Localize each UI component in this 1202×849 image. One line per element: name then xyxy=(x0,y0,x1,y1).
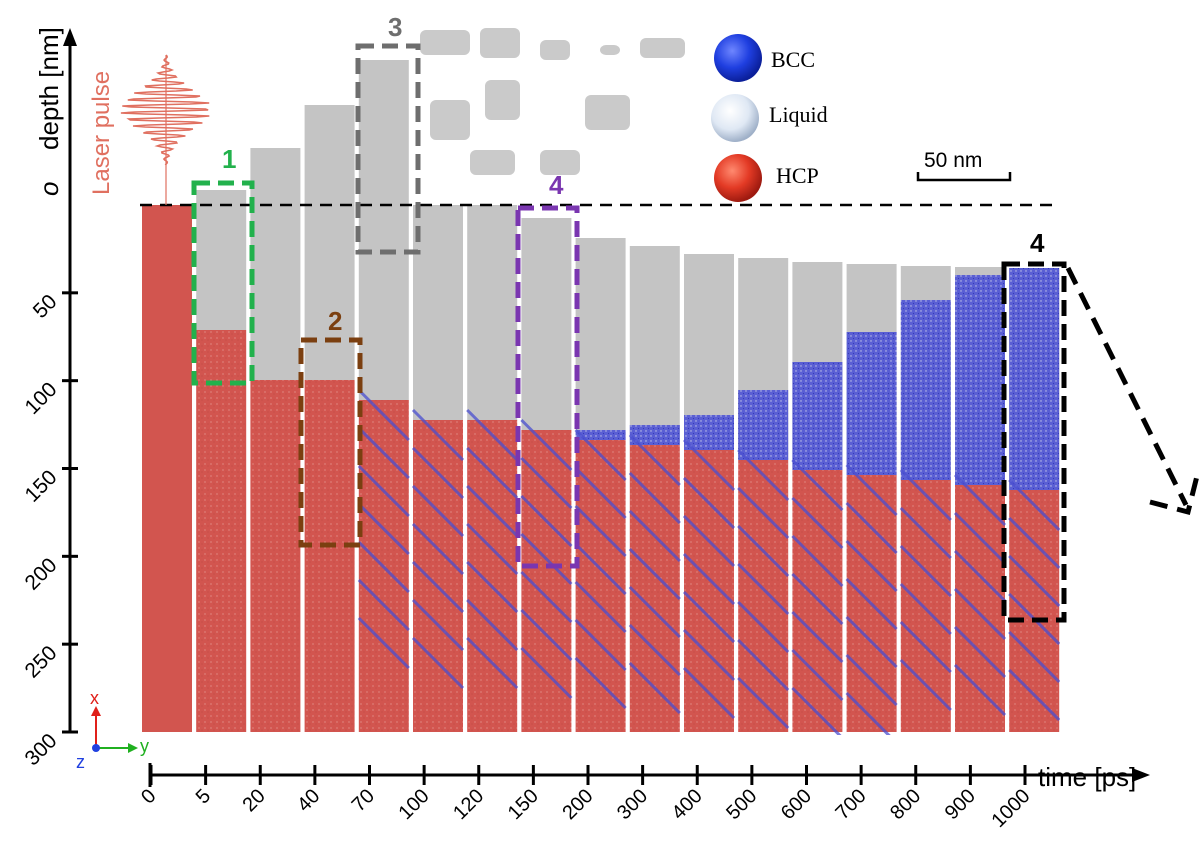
box-1-label: 1 xyxy=(222,144,236,174)
time-tick-label: 600 xyxy=(777,785,816,824)
time-tick-label: 400 xyxy=(668,785,707,824)
axis-x-label: x xyxy=(90,688,99,708)
simulation-column xyxy=(682,254,736,732)
box-2: 2 xyxy=(298,306,363,548)
time-tick-label: 120 xyxy=(449,785,488,824)
simulation-column xyxy=(574,238,627,732)
time-tick-label: 900 xyxy=(941,785,980,824)
legend-hcp-label: HCP xyxy=(776,163,819,188)
legend-bcc-label: BCC xyxy=(771,47,815,72)
box-4-purple-label: 4 xyxy=(549,170,564,200)
axis-y-label: y xyxy=(140,736,149,756)
simulation-column xyxy=(1008,268,1060,732)
time-axis-label: time [ps] xyxy=(1038,762,1136,792)
depth-axis: 50 100 150 200 250 300 depth [nm] o xyxy=(20,27,78,770)
simulation-column xyxy=(791,262,844,735)
time-tick-label: 700 xyxy=(832,785,871,824)
time-axis: 0 5 20 40 70 100 120 150 200 300 400 500 600 700 800 90… xyxy=(137,762,1150,832)
time-tick-label: 20 xyxy=(238,785,269,816)
depth-tick-label: 250 xyxy=(20,641,61,682)
depth-tick-label: 150 xyxy=(20,466,61,507)
box-1: 1 xyxy=(191,144,255,386)
depth-tick-label: 50 xyxy=(29,290,62,323)
simulation-column xyxy=(628,246,681,732)
time-tick-label: 300 xyxy=(613,785,652,824)
orientation-triad: x y z xyxy=(76,688,149,772)
simulation-column xyxy=(466,205,519,732)
box-3: 3 xyxy=(355,12,421,255)
simulation-column xyxy=(899,266,952,732)
depth-origin-label: o xyxy=(34,182,64,196)
laser-pulse-label: Laser pulse xyxy=(88,71,115,195)
simulation-column xyxy=(845,264,898,735)
bcc-sphere-icon xyxy=(714,34,762,82)
simulation-column xyxy=(304,105,355,732)
box-4-black-label: 4 xyxy=(1030,228,1045,258)
legend: BCC Liquid HCP xyxy=(711,34,828,202)
liquid-sphere-icon xyxy=(711,94,759,142)
depth-tick-label: 300 xyxy=(20,729,61,770)
legend-liquid-label: Liquid xyxy=(769,102,828,127)
simulation-columns xyxy=(142,60,1060,735)
time-tick-label: 70 xyxy=(348,785,379,816)
box-4-purple: 4 xyxy=(515,170,580,569)
simulation-column xyxy=(737,258,790,732)
scale-bar: 50 nm xyxy=(916,149,1012,182)
time-tick-label: 40 xyxy=(293,785,324,816)
depth-tick-label: 100 xyxy=(20,378,61,419)
box-2-label: 2 xyxy=(328,306,342,336)
axis-z-label: z xyxy=(76,752,85,772)
box-4-black: 4 xyxy=(1001,228,1067,623)
time-tick-label: 200 xyxy=(558,785,597,824)
simulation-column xyxy=(411,205,465,732)
depth-axis-label: depth [nm] xyxy=(34,27,64,150)
simulation-column xyxy=(357,60,410,732)
box-3-label: 3 xyxy=(388,12,402,42)
time-tick-label: 100 xyxy=(395,785,434,824)
simulation-column xyxy=(196,190,247,732)
time-tick-label: 1000 xyxy=(988,785,1035,832)
zoom-arrow xyxy=(1065,266,1201,516)
time-tick-label: 500 xyxy=(722,785,761,824)
time-tick-label: 800 xyxy=(886,785,925,824)
laser-pulse: Laser pulse xyxy=(88,54,210,205)
time-tick-label: 0 xyxy=(137,785,160,808)
time-tick-label: 5 xyxy=(192,785,215,808)
depth-tick-label: 200 xyxy=(20,554,61,595)
ejected-material xyxy=(420,28,685,175)
simulation-column xyxy=(953,267,1007,732)
simulation-column xyxy=(520,218,573,732)
scale-bar-label: 50 nm xyxy=(924,149,982,172)
simulation-column xyxy=(142,205,192,732)
hcp-sphere-icon xyxy=(714,154,762,202)
time-tick-label: 150 xyxy=(504,785,543,824)
simulation-column xyxy=(250,148,301,732)
